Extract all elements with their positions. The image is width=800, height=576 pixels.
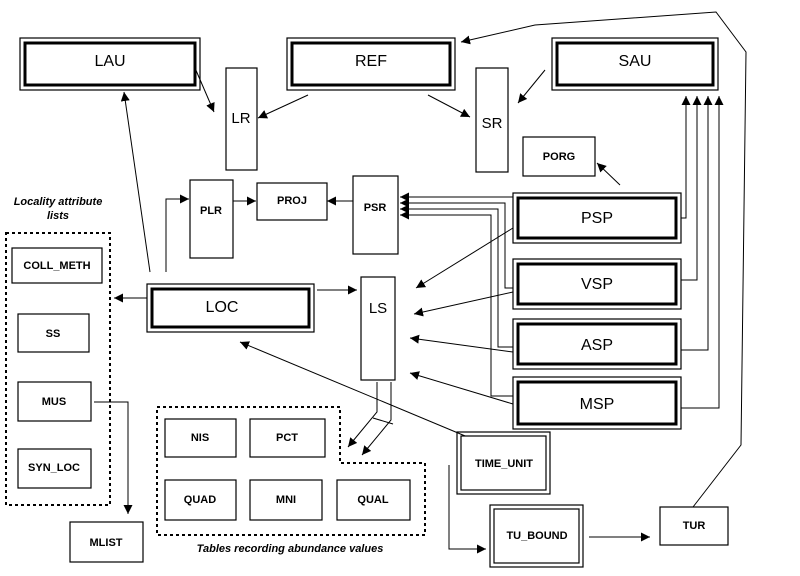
- node-nis-label: NIS: [191, 432, 209, 444]
- edge-psp-sau: [681, 96, 691, 219]
- edge-psp-porg: [596, 162, 621, 186]
- node-lau-label: LAU: [94, 53, 125, 70]
- node-loc[interactable]: LOC: [146, 283, 315, 333]
- node-mlist-label: MLIST: [90, 537, 123, 549]
- node-ls-label: LS: [369, 300, 387, 317]
- edge-ref-sr: [427, 94, 471, 118]
- edge-ls-tables-b: [361, 382, 392, 456]
- node-time-unit-label: TIME_UNIT: [475, 458, 533, 470]
- node-sau[interactable]: SAU: [551, 37, 719, 91]
- node-proj[interactable]: PROJ: [256, 182, 328, 221]
- node-ls[interactable]: LS: [360, 276, 396, 381]
- node-mni[interactable]: MNI: [249, 479, 323, 521]
- node-psr-label: PSR: [364, 202, 387, 214]
- node-ss[interactable]: SS: [17, 313, 90, 353]
- edge-mus-mlist: [94, 401, 133, 514]
- edge-vsp-ls: [413, 291, 514, 317]
- node-lr-label: LR: [231, 110, 250, 127]
- edge-ls-tables-bridge: [372, 417, 394, 425]
- node-mus[interactable]: MUS: [17, 381, 92, 422]
- node-syn-loc-label: SYN_LOC: [28, 462, 80, 474]
- node-proj-label: PROJ: [277, 195, 307, 207]
- node-msp-label: MSP: [580, 396, 615, 413]
- node-pct-label: PCT: [276, 432, 298, 444]
- node-psp[interactable]: PSP: [512, 192, 682, 244]
- node-asp[interactable]: ASP: [512, 318, 682, 370]
- edge-msp-ls: [409, 371, 514, 405]
- node-mlist[interactable]: MLIST: [69, 521, 144, 563]
- node-sr[interactable]: SR: [475, 67, 509, 173]
- node-mus-label: MUS: [42, 396, 66, 408]
- locality-attribute-group: Locality attribute lists: [5, 196, 111, 506]
- node-ref[interactable]: REF: [286, 37, 456, 91]
- edge-vsp-sau: [681, 96, 702, 281]
- node-quad[interactable]: QUAD: [164, 479, 237, 521]
- edge-timeunit-tubound: [448, 465, 486, 554]
- edge-loc-plr: [165, 194, 189, 272]
- node-coll-meth-label: COLL_METH: [23, 260, 90, 272]
- edge-asp-sau: [681, 96, 713, 351]
- edge-vsp-psr: [400, 198, 513, 289]
- node-psr[interactable]: PSR: [352, 175, 399, 255]
- node-sau-label: SAU: [619, 53, 652, 70]
- node-time-unit[interactable]: TIME_UNIT: [456, 431, 551, 495]
- edge-msp-psr: [400, 210, 513, 397]
- edge-lau-lr: [194, 67, 215, 113]
- locality-caption-line2: lists: [47, 210, 69, 222]
- edge-asp-ls: [409, 334, 514, 353]
- node-nis[interactable]: NIS: [164, 418, 237, 458]
- node-sr-label: SR: [482, 115, 503, 132]
- node-porg-label: PORG: [543, 151, 575, 163]
- node-porg[interactable]: PORG: [522, 136, 596, 177]
- node-tu-bound-label: TU_BOUND: [506, 530, 567, 542]
- node-psp-label: PSP: [581, 210, 613, 227]
- node-ref-label: REF: [355, 53, 387, 70]
- abundance-tables-group: Tables recording abundance values: [156, 406, 426, 555]
- node-lau[interactable]: LAU: [19, 37, 201, 91]
- node-vsp-label: VSP: [581, 276, 613, 293]
- tables-caption: Tables recording abundance values: [197, 543, 384, 555]
- node-lr[interactable]: LR: [225, 67, 258, 171]
- node-tur-label: TUR: [683, 520, 706, 532]
- node-tu-bound[interactable]: TU_BOUND: [489, 504, 584, 568]
- edges: [94, 11, 747, 554]
- node-vsp[interactable]: VSP: [512, 258, 682, 310]
- node-msp[interactable]: MSP: [512, 376, 682, 430]
- edge-ls-tables-a: [347, 382, 378, 448]
- node-loc-label: LOC: [206, 299, 239, 316]
- edge-msp-sau: [681, 96, 724, 409]
- node-pct[interactable]: PCT: [249, 418, 326, 458]
- node-syn-loc[interactable]: SYN_LOC: [17, 448, 92, 489]
- node-ss-label: SS: [46, 328, 61, 340]
- edge-timeunit-loc: [239, 341, 471, 439]
- node-qual-label: QUAL: [357, 494, 388, 506]
- edge-sau-sr: [517, 69, 546, 104]
- node-coll-meth[interactable]: COLL_METH: [11, 247, 103, 284]
- locality-caption-line1: Locality attribute: [14, 196, 103, 208]
- node-tur[interactable]: TUR: [659, 506, 729, 546]
- node-plr-label: PLR: [200, 205, 222, 217]
- node-quad-label: QUAD: [184, 494, 216, 506]
- edge-loc-lau: [120, 91, 151, 273]
- node-plr[interactable]: PLR: [189, 179, 234, 259]
- node-asp-label: ASP: [581, 337, 613, 354]
- node-mni-label: MNI: [276, 494, 296, 506]
- edge-asp-psr: [400, 204, 513, 348]
- edge-tur-ref: [460, 11, 747, 508]
- edge-psp-ls: [415, 227, 514, 289]
- node-qual[interactable]: QUAL: [336, 479, 411, 521]
- edge-ref-lr: [257, 94, 309, 119]
